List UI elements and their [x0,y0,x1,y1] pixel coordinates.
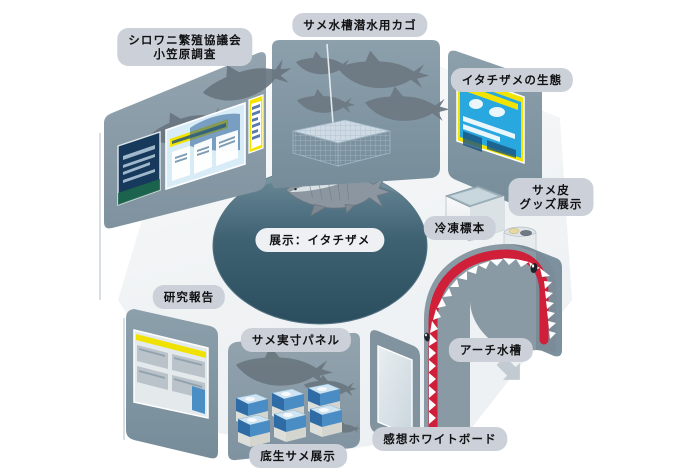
floor-guide-line [99,133,125,440]
benthic-tank-group[interactable] [235,383,343,447]
arch-jaw-tank[interactable] [423,244,556,433]
direction-arrow-icon [496,356,520,380]
label-center-pool[interactable]: 展示：イタチザメ [255,228,385,252]
jaw-eye [424,263,538,342]
cage-cable [326,43,335,138]
wall-shark-group [296,50,450,121]
label-arch-tank[interactable]: アーチ水槽 [448,338,534,362]
poster-shirowani-1[interactable] [117,131,161,206]
poster-itachi-eco[interactable] [456,71,525,165]
jaw-teeth [429,258,556,424]
label-research-report[interactable]: 研究報告 [152,285,226,309]
poster-research-report[interactable] [133,329,209,419]
label-impression-whiteboard[interactable]: 感想ホワイトボード [372,427,508,451]
wall-left-lower[interactable] [126,309,218,459]
diving-cage[interactable] [292,119,391,167]
wall-bottom[interactable] [228,332,361,461]
label-diving-cage[interactable]: サメ水槽潜水用カゴ [292,13,428,37]
label-itachi-ecology[interactable]: イタチザメの生態 [450,68,574,92]
poster-shirowani-3[interactable] [248,94,264,154]
wall-whiteboard[interactable] [370,330,420,450]
label-shark-skin-goods[interactable]: サメ皮 グッズ展示 [508,178,594,216]
label-frozen-specimen[interactable]: 冷凍標本 [423,216,497,240]
label-fullsize-panel[interactable]: サメ実寸パネル [240,328,352,352]
label-benthic-sharks[interactable]: 底生サメ展示 [249,444,347,468]
wall-left-upper[interactable] [104,45,296,229]
wall-back-center[interactable] [272,40,450,189]
poster-shirowani-2[interactable] [165,101,246,191]
label-shirowani[interactable]: シロワニ繁殖協議会 小笠原調査 [117,28,253,66]
